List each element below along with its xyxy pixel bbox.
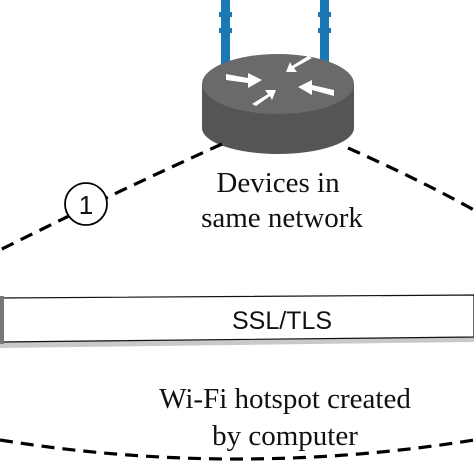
network-boundary [0, 142, 474, 461]
network-label-line2: same network [201, 202, 363, 234]
tunnel-left-cap [0, 296, 4, 344]
step-badge-number: 1 [79, 190, 93, 220]
tunnel-bar [0, 294, 474, 343]
step-badge: 1 [64, 182, 108, 226]
antenna-left [221, 0, 230, 68]
hotspot-label-line1: Wi-Fi hotspot created [159, 383, 411, 415]
router-icon [202, 54, 354, 154]
tunnel-label: SSL/TLS [232, 307, 332, 335]
router-arrows-icon [226, 56, 334, 106]
network-label-line1: Devices in [216, 167, 340, 199]
ssl-tls-tunnel: SSL/TLS [0, 294, 474, 348]
antenna-right [320, 0, 329, 68]
router-top [202, 54, 354, 114]
hotspot-label-line2: by computer [212, 420, 358, 452]
router-antennas [219, 0, 331, 68]
